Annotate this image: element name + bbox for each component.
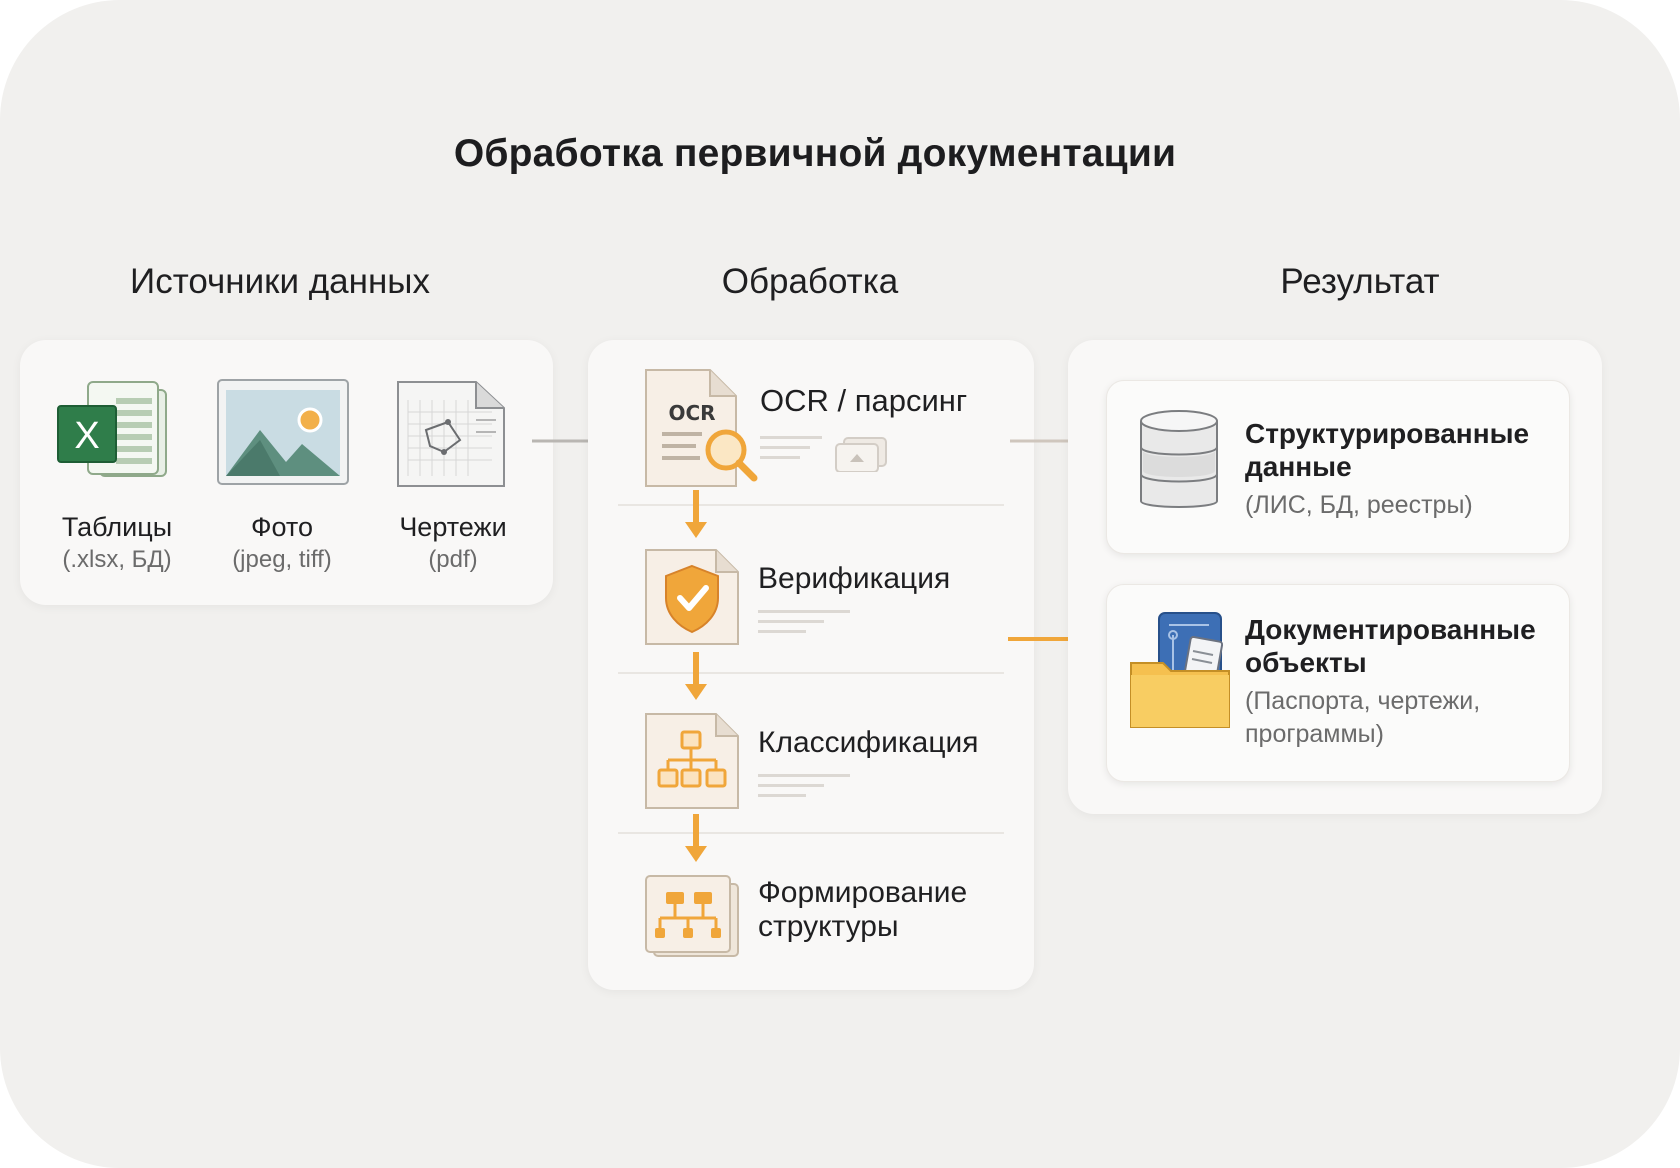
structure-icon	[645, 875, 739, 957]
result-subtitle: (ЛИС, БД, реестры)	[1245, 491, 1473, 519]
arrow-down-icon	[685, 652, 707, 700]
source-photos: Фото (jpeg, tiff)	[197, 512, 367, 574]
arrow-down-icon	[685, 490, 707, 538]
source-label: Фото	[250, 512, 314, 542]
result-card-structured-data: Структурированные данные (ЛИС, БД, реест…	[1106, 380, 1570, 554]
result-title: Документированные объекты	[1245, 614, 1536, 678]
source-spreadsheets: Таблицы (.xlsx, БД)	[32, 512, 202, 574]
source-format: (jpeg, tiff)	[232, 546, 332, 573]
ocr-preview-lines	[760, 436, 887, 472]
source-format: (.xlsx, БД)	[62, 546, 172, 573]
step-verification-title: Верификация	[758, 562, 951, 595]
source-label: Таблицы	[61, 512, 173, 542]
column-header-result: Результат	[1280, 262, 1440, 301]
spreadsheet-icon: X	[57, 381, 167, 477]
column-header-sources: Источники данных	[130, 262, 430, 301]
diagram-title: Обработка первичной документации	[453, 132, 1177, 175]
step-structure-title: Формирование структуры	[758, 876, 968, 943]
svg-text:X: X	[74, 415, 99, 457]
result-subtitle: (Паспорта, чертежи, программы)	[1245, 687, 1481, 748]
step-separator	[618, 672, 1004, 674]
folder-documents-icon	[1130, 612, 1230, 728]
result-card-documented-objects: Документированные объекты (Паспорта, чер…	[1106, 584, 1570, 782]
step-ocr-title: OCR / парсинг	[760, 383, 968, 418]
drawing-icon	[397, 381, 505, 487]
arrow-down-icon	[685, 814, 707, 862]
source-label: Чертежи	[399, 512, 507, 542]
results-panel: Структурированные данные (ЛИС, БД, реест…	[1068, 340, 1602, 814]
shield-check-icon	[645, 549, 739, 645]
ocr-icon-text: OCR	[668, 401, 715, 425]
verification-preview-lines	[758, 610, 850, 633]
column-header-processing: Обработка	[721, 262, 899, 301]
classification-preview-lines	[758, 774, 850, 797]
step-classification-title: Классификация	[758, 726, 979, 759]
source-format: (pdf)	[428, 546, 478, 573]
database-icon	[1140, 410, 1218, 508]
processing-panel: OCR OCR / парсинг Верификация	[588, 340, 1034, 990]
photo-icon	[217, 379, 349, 485]
sources-panel: X Таблицы (.xlsx,	[20, 340, 553, 605]
ocr-icon: OCR	[645, 369, 758, 487]
result-title: Структурированные данные	[1245, 418, 1530, 482]
step-separator	[618, 832, 1004, 834]
hierarchy-icon	[645, 713, 739, 809]
step-separator	[618, 504, 1004, 506]
source-drawings: Чертежи (pdf)	[368, 512, 538, 574]
